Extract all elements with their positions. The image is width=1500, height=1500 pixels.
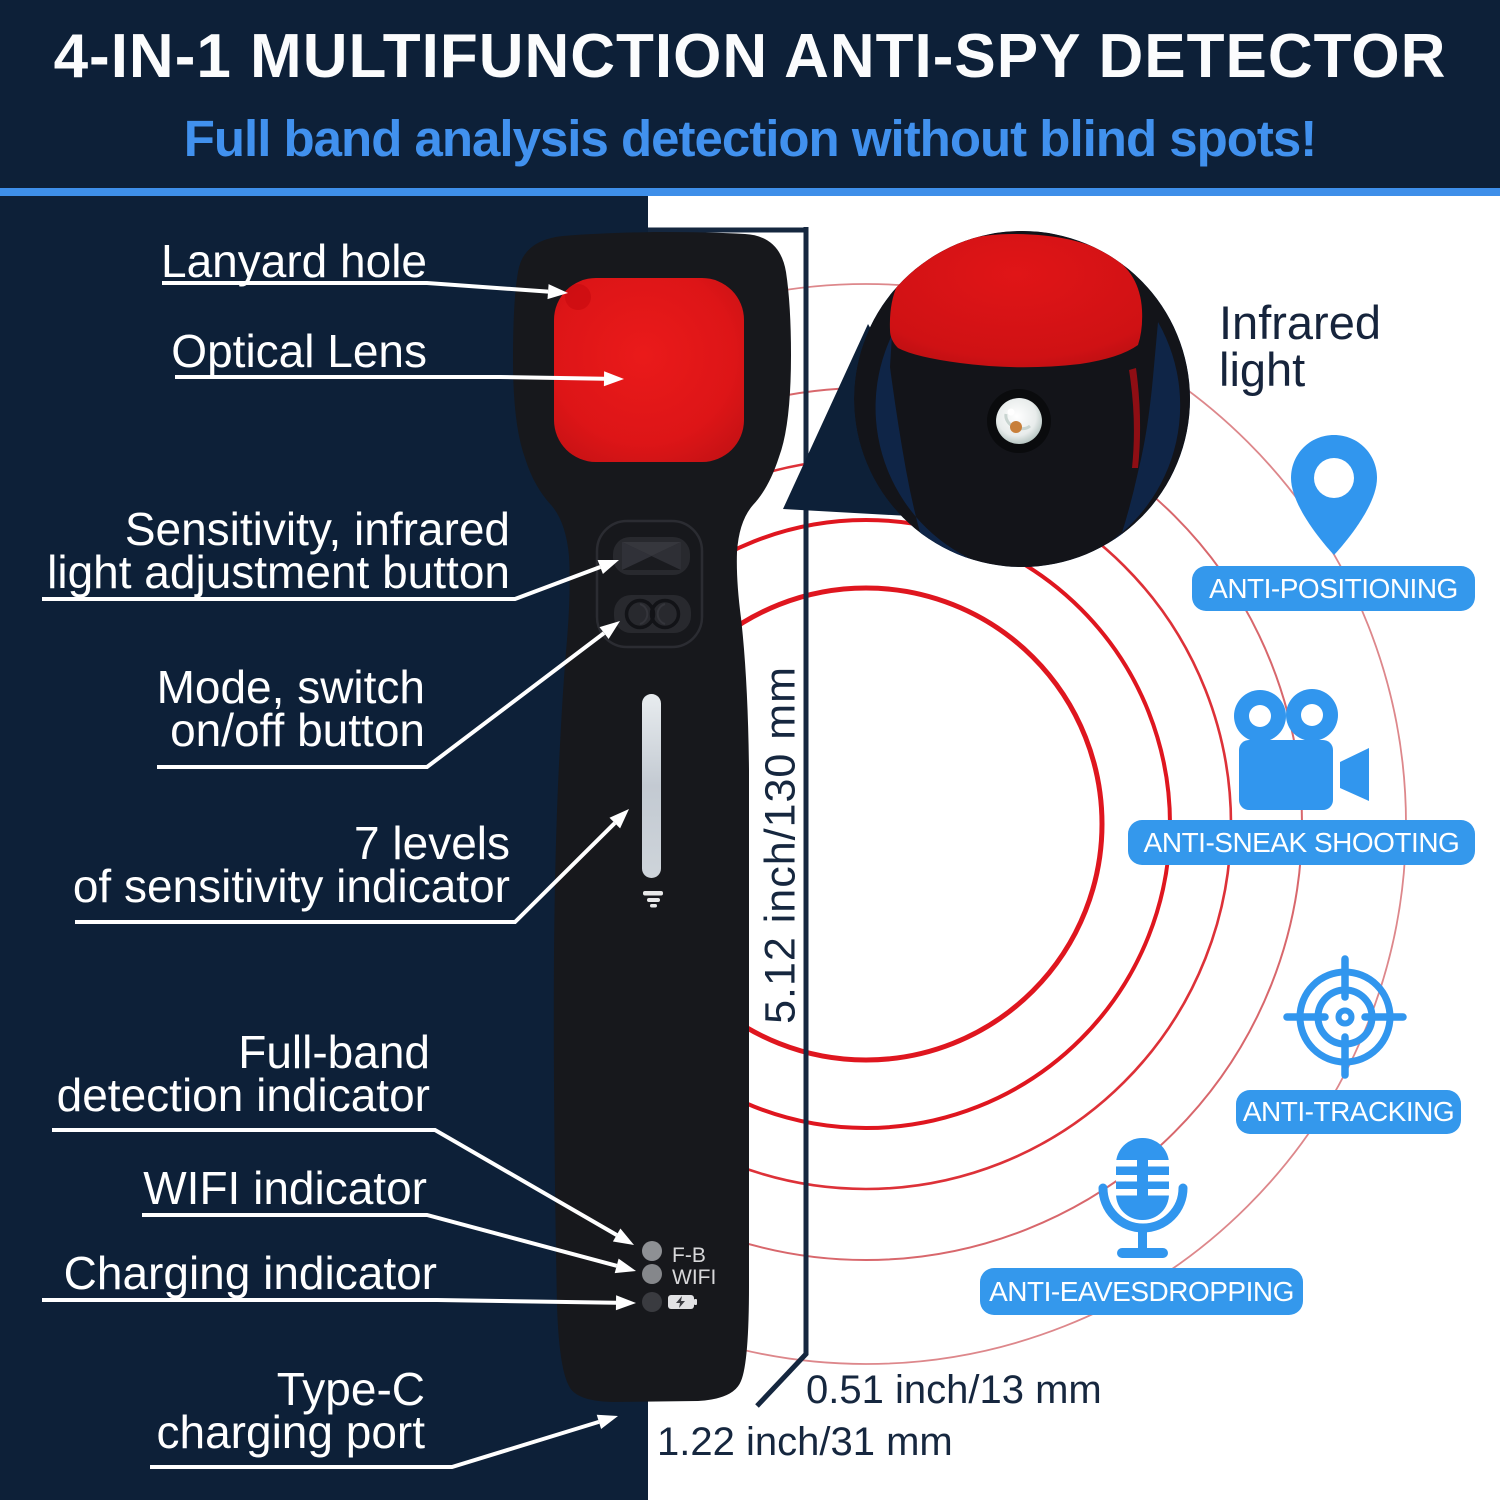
svg-text:F-B: F-B: [672, 1244, 706, 1267]
svg-text:WIFI: WIFI: [672, 1266, 716, 1289]
